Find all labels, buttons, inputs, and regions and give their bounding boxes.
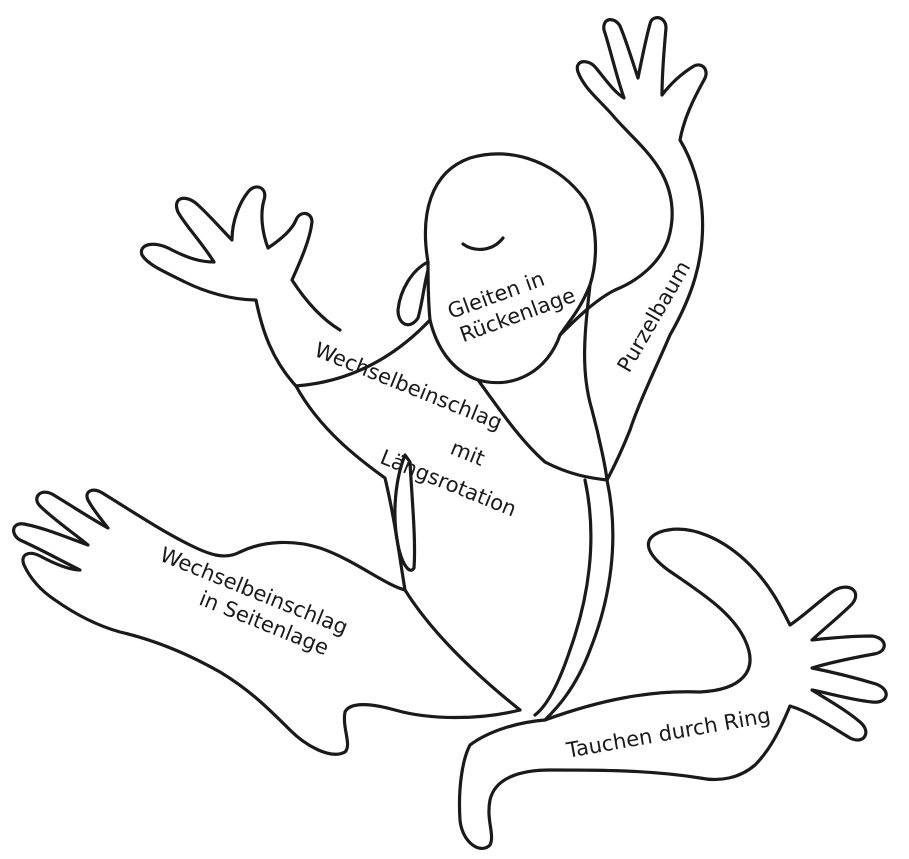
- label-right-leg: Tauchen durch Ring: [564, 703, 773, 763]
- label-body-line2: mit: [447, 436, 488, 471]
- torso-inner-band: [535, 480, 591, 715]
- frog-ear-outline: [398, 262, 428, 325]
- label-body-line1: Wechselbeinschlag: [311, 338, 506, 435]
- frog-eye: [463, 238, 503, 249]
- right-arm-outline: [560, 18, 706, 480]
- right-arm-inner-line: [585, 285, 607, 480]
- label-body: Wechselbeinschlag mit Längsrotation: [283, 338, 548, 522]
- frog-head-outline: [425, 154, 595, 383]
- label-right-arm: Purzelbaum: [613, 257, 696, 376]
- left-arm-outline: [141, 187, 430, 386]
- label-head: Gleiten in Rückenlage: [444, 259, 578, 349]
- label-left-leg: Wechselbeinschlag in Seitenlage: [147, 543, 358, 667]
- right-leg-outline: [459, 529, 886, 848]
- torso-lower-outline: [405, 590, 520, 710]
- torso-left-outline: [296, 386, 405, 590]
